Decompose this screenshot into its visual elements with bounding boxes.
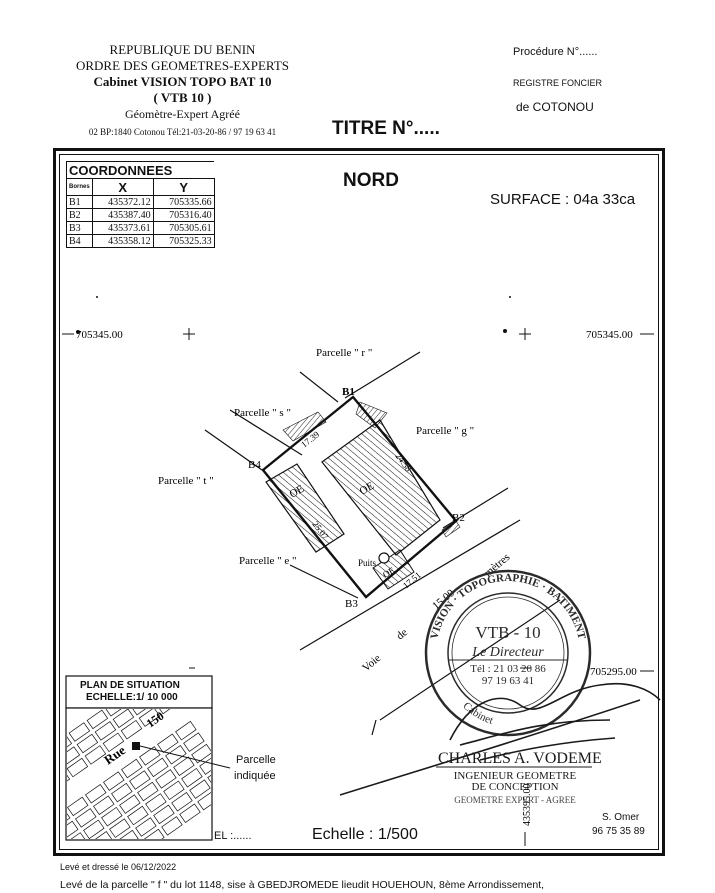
parcel-indicated-line2: indiquée — [234, 770, 276, 782]
plan-frame-inner — [59, 154, 659, 850]
well-label: Puits — [358, 558, 377, 568]
surface-label: SURFACE : 04a 33ca — [490, 191, 636, 208]
situation-scale: ECHELLE:1/ 10 000 — [86, 692, 178, 703]
grid-y-top-right: 705345.00 — [586, 329, 633, 341]
coordinates-table: COORDONNEES Bornes X Y B1 435372.12 7053… — [66, 161, 215, 248]
building-main — [321, 419, 441, 556]
title-role: Géomètre-Expert Agréé — [125, 107, 240, 121]
surveyor-phone: 96 75 35 89 — [592, 826, 645, 837]
survey-date: Levé et dressé le 06/12/2022 — [60, 862, 177, 872]
cell-y: 705325.33 — [152, 234, 215, 248]
signature — [339, 682, 661, 796]
grid-y-top-left: 705345.00 — [76, 329, 123, 341]
north-label: NORD — [343, 170, 399, 191]
stamp-qual3: GEOMETRE EXPERT - AGREE — [454, 795, 576, 805]
borne-b4: B4 — [248, 459, 261, 471]
stamp-tel1: Tél : 21 03 20 86 — [470, 663, 546, 675]
situation-pointer — [139, 745, 231, 769]
stamp-qual2: DE CONCEPTION — [471, 781, 558, 793]
borne-b3: B3 — [345, 598, 358, 610]
table-row: B2 435387.40 705316.40 — [66, 208, 215, 222]
road-voie: Voie — [360, 652, 383, 674]
situation-title: PLAN DE SITUATION — [80, 680, 180, 691]
road-de: de — [394, 626, 410, 642]
well-marker — [378, 552, 390, 564]
header-left: REPUBLIQUE DU BENIN ORDRE DES GEOMETRES-… — [40, 42, 325, 140]
parcel-r-label: Parcelle " r " — [316, 347, 372, 359]
el-label: EL :...... — [214, 830, 252, 842]
titre-number: TITRE N°..... — [332, 118, 440, 139]
grid-y-bottom-right: 705295.00 — [590, 666, 637, 678]
borne-b1: B1 — [342, 386, 355, 398]
order-line: ORDRE DES GEOMETRES-EXPERTS — [75, 58, 289, 73]
borne-b2: B2 — [452, 512, 465, 524]
parcel-t-label: Parcelle " t " — [158, 475, 214, 487]
cabinet-code: ( VTB 10 ) — [153, 90, 212, 105]
company-stamp — [424, 569, 592, 737]
parcel-boundary — [261, 395, 458, 599]
registry-city: de COTONOU — [516, 100, 594, 114]
grid-marks — [62, 328, 654, 846]
procedure-number: Procédure N°...... — [513, 46, 598, 58]
parcel-s-label: Parcelle " s " — [234, 407, 291, 419]
table-row: B1 435372.12 705335.66 — [66, 195, 215, 209]
parcel-g-label: Parcelle " g " — [416, 425, 474, 437]
stamp-tel2: 97 19 63 41 — [482, 675, 534, 687]
stamp-role: Le Directeur — [471, 645, 544, 660]
scale-label: Echelle : 1/500 — [312, 826, 418, 843]
coordinates-table-wrap: COORDONNEES Bornes X Y B1 435372.12 7053… — [66, 161, 215, 248]
parcel-description: Levé de la parcelle " f " du lot 1148, s… — [60, 879, 545, 891]
building-small — [372, 549, 415, 590]
building-left — [265, 463, 345, 553]
situation-plan: Rue 150 — [65, 675, 231, 841]
contact-line: 02 BP:1840 Cotonou Tél:21-03-20-86 / 97 … — [88, 127, 277, 137]
parcel-e-label: Parcelle " e " — [239, 555, 297, 567]
situation-parcel-marker — [132, 742, 140, 750]
coord-title: COORDONNEES — [66, 161, 215, 179]
table-row: B4 435358.12 705325.33 — [66, 234, 215, 248]
plan-frame-outer — [53, 148, 665, 856]
cabinet-line: Cabinet VISION TOPO BAT 10 — [93, 74, 272, 89]
stamp-name: CHARLES A. VODEME — [438, 750, 602, 767]
stamp-qual1: INGENIEUR GEOMETRE — [454, 770, 577, 782]
table-row: B3 435373.61 705305.61 — [66, 221, 215, 235]
stamp-code: VTB - 10 — [475, 623, 540, 642]
grid-x-bottom: 435395.00 — [522, 784, 533, 827]
registry-label: REGISTRE FONCIER — [513, 78, 603, 88]
parcel-indicated-line1: Parcelle — [236, 754, 276, 766]
republic-line: REPUBLIQUE DU BENIN — [109, 42, 256, 57]
surveyor-name: S. Omer — [602, 812, 640, 823]
